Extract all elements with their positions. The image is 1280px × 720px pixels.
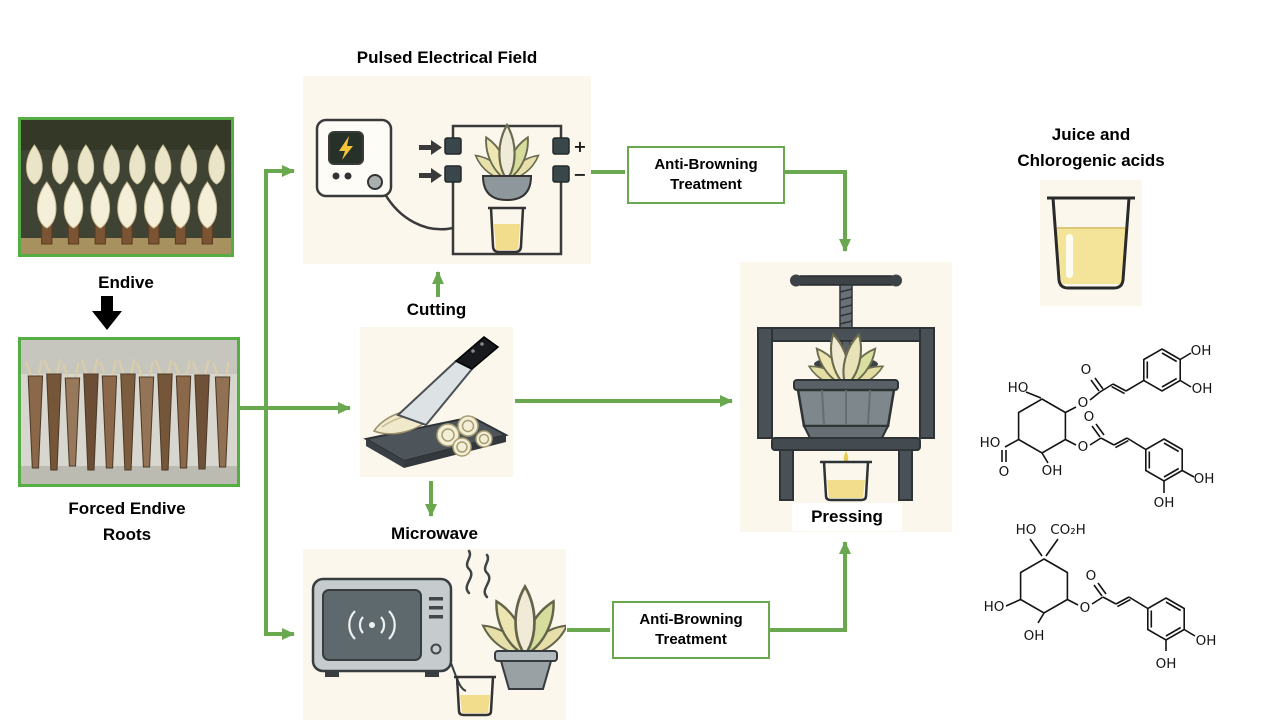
atom-label: HO bbox=[1008, 380, 1029, 396]
endive-photo bbox=[18, 117, 234, 257]
pef-title: Pulsed Electrical Field bbox=[356, 48, 538, 67]
microwave-beaker-icon bbox=[454, 675, 496, 717]
pressing-label: Pressing bbox=[792, 503, 902, 531]
anti-browning-box-bottom: Anti-Browning Treatment bbox=[612, 601, 770, 659]
endive-caption: Endive bbox=[98, 273, 154, 292]
plus-sign: + bbox=[573, 137, 586, 156]
down-arrow-icon bbox=[90, 296, 124, 332]
juice-drop-icon bbox=[843, 451, 849, 463]
juice-title-line1: Juice and bbox=[1051, 125, 1131, 144]
pef-illustration: + − bbox=[303, 76, 591, 264]
power-supply-icon bbox=[315, 118, 393, 198]
endive-slices-icon bbox=[436, 415, 493, 457]
anti-browning-box-top: Anti-Browning Treatment bbox=[627, 146, 785, 204]
atom-label: OH bbox=[1192, 381, 1213, 397]
atom-label: OH bbox=[1196, 633, 1217, 649]
endive-trunks bbox=[41, 223, 213, 245]
press-icon bbox=[757, 274, 935, 501]
microwave-title: Microwave bbox=[391, 524, 478, 543]
structure2-bonds bbox=[1005, 538, 1196, 651]
roots bbox=[27, 373, 231, 471]
forced-endive-roots-photo bbox=[18, 337, 240, 487]
atom-label: OH bbox=[1154, 495, 1175, 510]
press-beaker-icon bbox=[820, 460, 872, 502]
pef-circuit-wires bbox=[383, 124, 563, 256]
minus-sign: − bbox=[573, 165, 586, 184]
atom-label: CO₂H bbox=[1050, 522, 1086, 538]
atom-label: O bbox=[1080, 600, 1091, 616]
atom-label: OH bbox=[1194, 471, 1215, 487]
arrow-roots-to-pef bbox=[264, 165, 295, 406]
chlorogenic-acid-structure-1: HO OH HO O O O OH OH O O OH OH bbox=[980, 326, 1216, 510]
atom-label: HO bbox=[980, 435, 1000, 451]
juice-title-line2: Chlorogenic acids bbox=[1017, 150, 1165, 170]
pef-beaker-icon bbox=[488, 206, 526, 254]
juice-beaker bbox=[1040, 180, 1142, 306]
cutting-title: Cutting bbox=[406, 300, 467, 319]
atom-label: OH bbox=[1156, 656, 1177, 672]
juice-title: Juice and Chlorogenic acids bbox=[996, 122, 1186, 173]
steam-icon bbox=[465, 549, 491, 599]
atom-label: HO bbox=[984, 599, 1005, 615]
lightning-bolt-icon bbox=[339, 136, 353, 160]
root-tufts bbox=[25, 358, 230, 379]
atom-label: O bbox=[1078, 395, 1089, 411]
roots-photo-image bbox=[21, 340, 237, 484]
microwave-illustration bbox=[303, 549, 566, 720]
roots-caption-line1: Forced Endive bbox=[68, 499, 186, 518]
anti-browning-line2: Treatment bbox=[655, 631, 727, 648]
chlorogenic-acid-structure-2: HO CO₂H HO OH O O OH OH bbox=[980, 512, 1220, 708]
atom-label: O bbox=[1086, 568, 1097, 584]
anti-browning-line1: Anti-Browning bbox=[639, 610, 743, 628]
atom-label: O bbox=[1078, 439, 1089, 455]
knife-icon bbox=[396, 336, 500, 427]
arrow-roots-to-microwave bbox=[264, 410, 295, 640]
anti-browning-line2: Treatment bbox=[670, 176, 742, 193]
atom-label: O bbox=[1081, 362, 1092, 378]
atom-label: OH bbox=[1024, 628, 1045, 644]
atom-label: O bbox=[999, 464, 1010, 480]
field-arrows-icon bbox=[419, 140, 442, 183]
atom-label: O bbox=[1084, 409, 1095, 425]
structure1-bonds bbox=[1001, 348, 1195, 493]
juice-beaker-icon bbox=[1047, 196, 1135, 290]
electrode-plates bbox=[444, 137, 570, 183]
roots-caption-line2: Roots bbox=[102, 524, 152, 544]
roots-caption: Forced Endive Roots bbox=[13, 496, 241, 547]
atom-label: HO bbox=[1016, 522, 1037, 538]
anti-browning-line1: Anti-Browning bbox=[654, 155, 758, 173]
atom-label: OH bbox=[1191, 343, 1212, 359]
endive-photo-image bbox=[21, 120, 231, 254]
cutting-illustration bbox=[360, 327, 513, 477]
atom-label: OH bbox=[1042, 463, 1063, 479]
plant-pot-icon bbox=[477, 585, 566, 690]
pressing-illustration bbox=[740, 262, 952, 532]
arrow-treatment-to-pressing-bottom bbox=[770, 541, 851, 632]
bowl-icon bbox=[481, 175, 533, 202]
wire bbox=[450, 662, 467, 692]
arrow-treatment-to-pressing-top bbox=[785, 170, 851, 252]
microwave-oven-icon bbox=[311, 577, 453, 677]
